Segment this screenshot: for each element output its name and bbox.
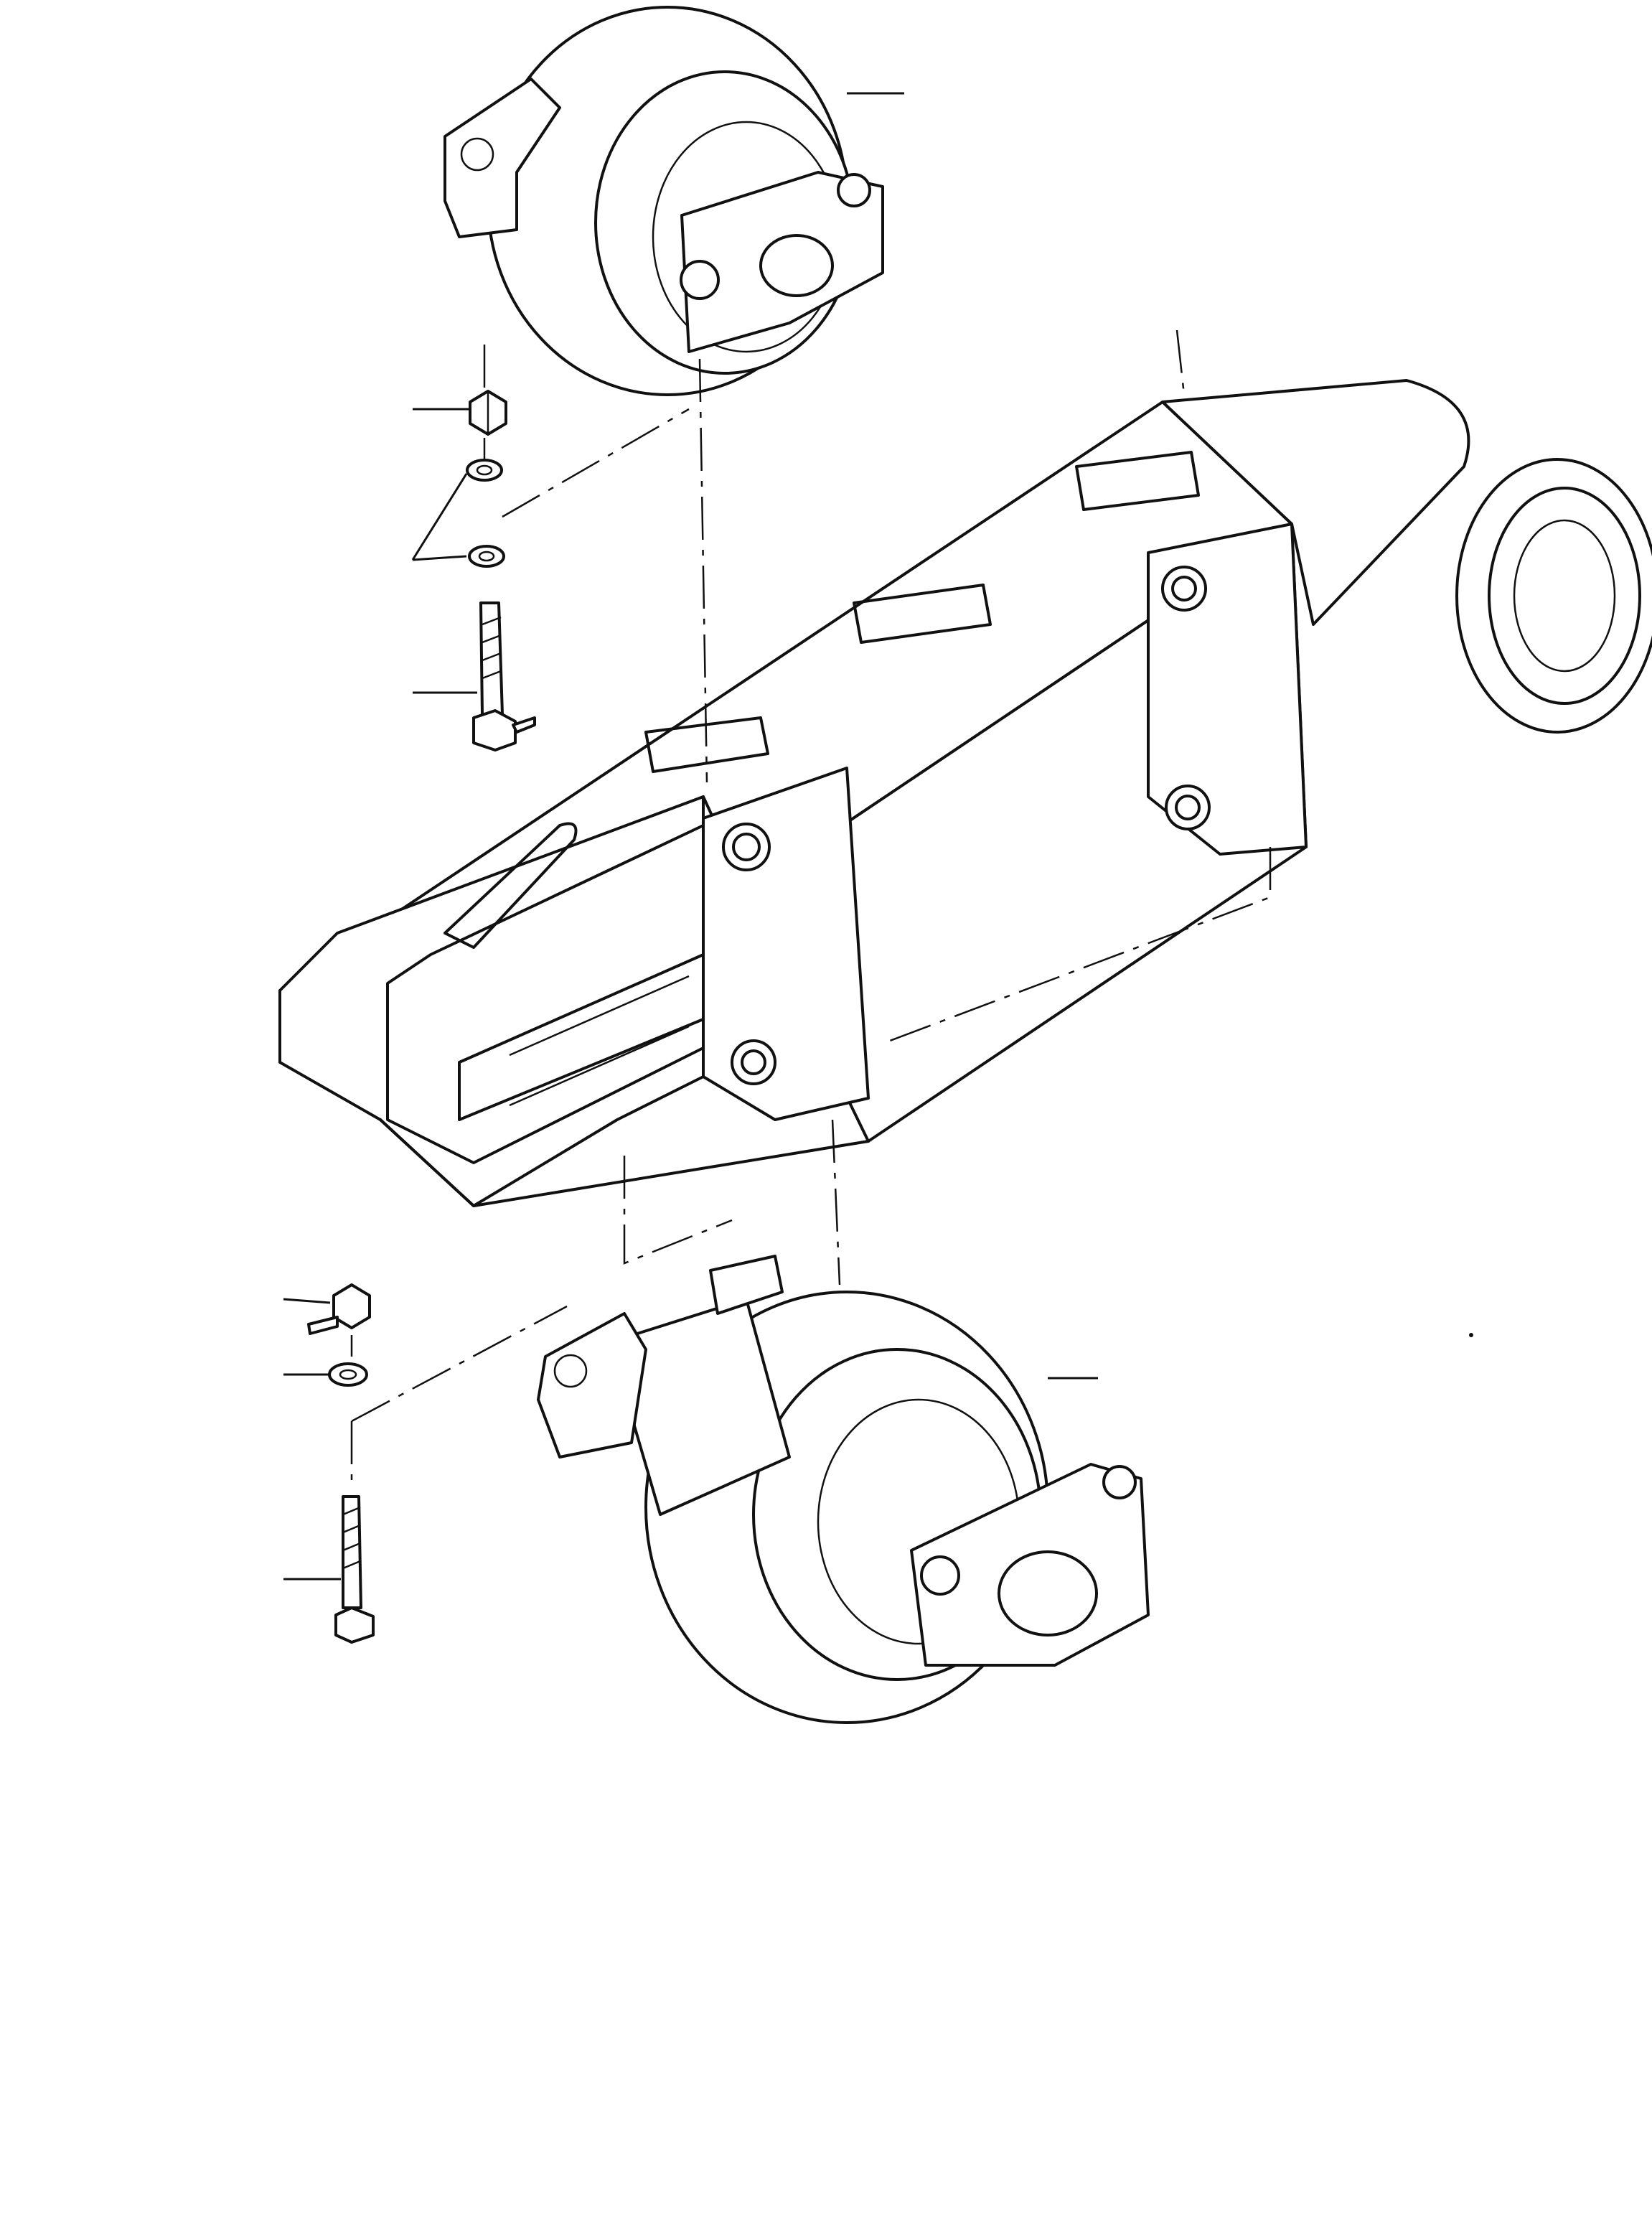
upper-washers	[466, 459, 505, 568]
upper-bolt	[472, 601, 536, 752]
track-frame	[278, 379, 1652, 1207]
speck	[1469, 1333, 1473, 1337]
lower-bolt	[334, 1495, 375, 1644]
lower-roller	[537, 1255, 1150, 1724]
lower-washer	[328, 1362, 368, 1387]
upper-nut	[469, 390, 507, 436]
callout-leaders	[283, 92, 1098, 1581]
upper-roller	[443, 6, 884, 396]
lower-nut	[307, 1283, 371, 1335]
assembly-lines	[350, 329, 1272, 1486]
